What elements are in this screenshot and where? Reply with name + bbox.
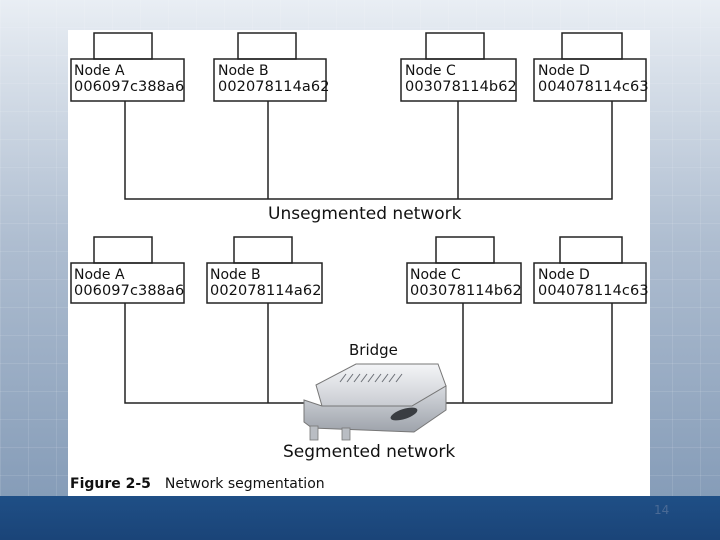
- node-label-bottom-d: Node D 004078114c63: [538, 267, 649, 299]
- monitor-bottom-a: [93, 236, 153, 264]
- footer-bar: [0, 496, 720, 540]
- node-box-top-a: [70, 58, 185, 102]
- node-mac: 004078114c63: [538, 79, 649, 95]
- segmented-network-title: Segmented network: [283, 442, 456, 462]
- node-label-top-d: Node D 004078114c63: [538, 63, 649, 95]
- node-label-bottom-b: Node B 002078114a62: [210, 267, 322, 299]
- segment-left: [124, 303, 306, 404]
- node-box-top-b: [213, 58, 327, 102]
- node-name: Node D: [538, 63, 590, 79]
- node-name: Node C: [410, 267, 461, 283]
- monitor-top-d: [561, 32, 623, 60]
- monitor-top-b: [237, 32, 297, 60]
- monitor-bottom-c: [435, 236, 495, 264]
- node-mac: 006097c388a6: [74, 283, 185, 299]
- bridge-icon: [303, 363, 447, 441]
- node-box-bottom-c: [406, 262, 522, 304]
- node-mac: 003078114b62: [405, 79, 517, 95]
- bus-top: [124, 101, 613, 200]
- bridge-label: Bridge: [349, 341, 398, 359]
- node-name: Node A: [74, 63, 125, 79]
- node-box-bottom-a: [70, 262, 185, 304]
- node-mac: 004078114c63: [538, 283, 649, 299]
- node-mac: 003078114b62: [410, 283, 522, 299]
- node-box-top-d: [533, 58, 647, 102]
- monitor-top-c: [425, 32, 485, 60]
- node-box-bottom-b: [206, 262, 323, 304]
- node-mac: 002078114a62: [218, 79, 330, 95]
- monitor-bottom-b: [233, 236, 293, 264]
- node-name: Node B: [210, 267, 261, 283]
- figure-title: Network segmentation: [164, 476, 325, 492]
- node-label-top-c: Node C 003078114b62: [405, 63, 517, 95]
- unsegmented-network-title: Unsegmented network: [268, 204, 462, 224]
- node-name: Node D: [538, 267, 590, 283]
- node-mac: 006097c388a6: [74, 79, 185, 95]
- figure-caption: Figure 2-5 Network segmentation: [70, 476, 325, 492]
- node-name: Node B: [218, 63, 269, 79]
- figure-number: Figure 2-5: [70, 476, 151, 492]
- monitor-top-a: [93, 32, 153, 60]
- monitor-bottom-d: [559, 236, 623, 264]
- node-name: Node C: [405, 63, 456, 79]
- node-name: Node A: [74, 267, 125, 283]
- node-label-top-a: Node A 006097c388a6: [74, 63, 184, 95]
- node-mac: 002078114a62: [210, 283, 322, 299]
- segment-right: [442, 303, 613, 404]
- node-label-top-b: Node B 002078114a62: [218, 63, 330, 95]
- node-box-bottom-d: [533, 262, 647, 304]
- node-label-bottom-c: Node C 003078114b62: [410, 267, 522, 299]
- node-label-bottom-a: Node A 006097c388a6: [74, 267, 184, 299]
- page-number: 14: [654, 503, 670, 517]
